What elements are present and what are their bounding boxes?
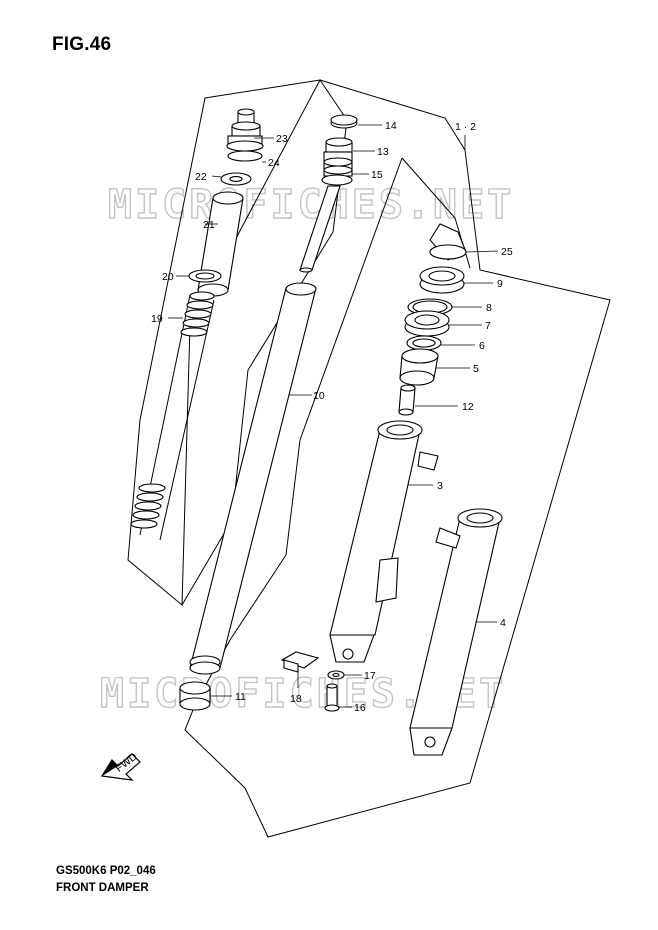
callout-19: 19 [151, 313, 163, 325]
callout-8: 8 [486, 302, 492, 314]
part-oil-seal [404, 310, 450, 337]
callout-12: 12 [462, 401, 474, 413]
part-oring-top [330, 114, 358, 129]
callout-25: 25 [501, 246, 513, 258]
part-outer-tube-left [329, 420, 439, 663]
watermark-top: MICROFICHES.NET [108, 182, 514, 228]
part-guide-bushing [399, 348, 439, 386]
figure-code: GS500K6 P02_046 [56, 865, 156, 877]
part-bolt [280, 651, 320, 673]
callout-10: 10 [313, 390, 325, 402]
callout-20: 20 [162, 271, 174, 283]
figure-name: FRONT DAMPER [56, 882, 149, 894]
callout-23: 23 [276, 133, 288, 145]
callout-21: 21 [203, 219, 215, 231]
callout-9: 9 [497, 278, 503, 290]
callout-18: 18 [290, 693, 302, 705]
callout-14: 14 [385, 120, 397, 132]
figure-title: FIG.46 [52, 34, 112, 55]
part-inner-tube [189, 282, 317, 675]
part-seal-9 [419, 266, 465, 294]
part-seal-washer [406, 335, 442, 351]
callout-22: 22 [195, 171, 207, 183]
callout-1-2: 1 · 2 [455, 121, 476, 133]
callout-24: 24 [268, 157, 280, 169]
callout-11: 11 [235, 691, 246, 703]
part-fork-spring [130, 291, 215, 541]
part-dust-seal [429, 223, 467, 261]
callout-6: 6 [479, 340, 485, 352]
leader-lines [168, 124, 499, 708]
part-outer-tube-right [409, 508, 503, 756]
callout-17: 17 [364, 670, 376, 682]
callout-4: 4 [500, 617, 506, 629]
part-drain-bolt [324, 683, 340, 712]
callout-5: 5 [473, 363, 479, 375]
part-stopper-ring [407, 298, 453, 316]
callout-3: 3 [437, 480, 443, 492]
part-bushing [179, 681, 211, 711]
callout-15: 15 [371, 169, 383, 181]
part-damper-rod [299, 137, 353, 273]
callouts: 1 · 2 3 4 5 6 7 8 9 10 11 12 13 14 15 16… [151, 120, 513, 714]
callout-7: 7 [485, 320, 491, 332]
part-adjuster-bolt [226, 108, 264, 162]
part-spring-seat [188, 269, 222, 283]
callout-16: 16 [354, 702, 366, 714]
forward-arrow-icon: FWD [100, 750, 141, 781]
part-oil-lock-piece [398, 384, 416, 416]
part-gasket [327, 670, 345, 680]
part-spacer-pipe [197, 191, 244, 297]
callout-13: 13 [377, 146, 389, 158]
part-washer [220, 172, 252, 186]
